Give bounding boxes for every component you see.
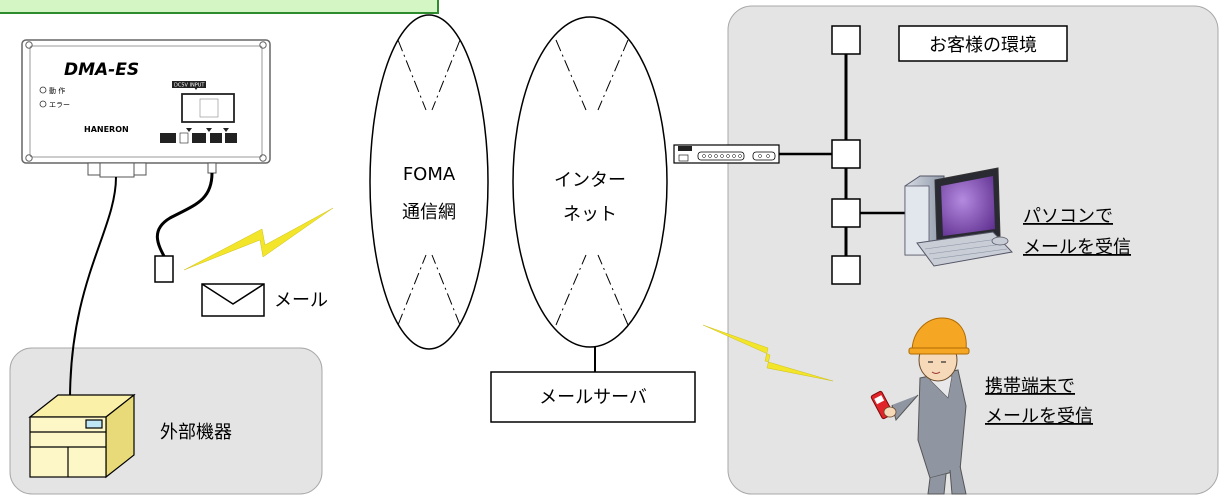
device-ports [160, 128, 237, 144]
internet-line1: インター [554, 170, 626, 191]
mail-icon-label: メール [274, 290, 328, 311]
external-equipment-icon [28, 393, 136, 479]
worker-icon [870, 317, 970, 495]
mail-server-box [490, 371, 696, 423]
internet-cloud: インター ネット [512, 16, 668, 348]
dma-es-device: DMA-ES 動 作 エラー HANERON DC5V INPUT [21, 39, 271, 178]
device-display [181, 93, 235, 123]
device-brand: HANERON [84, 125, 129, 134]
device-connectors [87, 162, 217, 178]
mail-server-label: メールサーバ [539, 387, 647, 408]
error-led [39, 100, 47, 108]
lightning-device [183, 207, 334, 271]
mobile-caption-line2: メールを受信 [985, 406, 1093, 427]
lan-nodes [831, 25, 861, 285]
pc-icon [904, 167, 1014, 267]
router-icon [673, 144, 780, 164]
mobile-caption-line1: 携帯端末で [985, 376, 1075, 397]
operation-led [39, 86, 47, 94]
pc-caption-line2: メールを受信 [1023, 237, 1131, 258]
operation-led-label: 動 作 [49, 86, 65, 95]
title-box [0, 0, 439, 14]
power-input-label: DC5V INPUT [174, 83, 205, 89]
lightning-mobile [702, 324, 834, 382]
foma-line2: 通信網 [402, 202, 456, 223]
antenna [154, 255, 174, 283]
customer-env-label: お客様の環境 [929, 35, 1037, 56]
foma-line1: FOMA [403, 164, 456, 185]
antenna-cable [155, 172, 214, 259]
foma-network: FOMA 通信網 [369, 14, 489, 350]
external-equipment-label: 外部機器 [160, 422, 232, 443]
mail-envelope-icon [201, 283, 265, 317]
device-model: DMA-ES [64, 60, 139, 80]
error-led-label: エラー [49, 101, 70, 109]
serial-cable [69, 176, 117, 401]
customer-env-box [898, 25, 1068, 62]
internet-line2: ネット [563, 204, 617, 225]
pc-caption-line1: パソコンで [1023, 206, 1113, 227]
